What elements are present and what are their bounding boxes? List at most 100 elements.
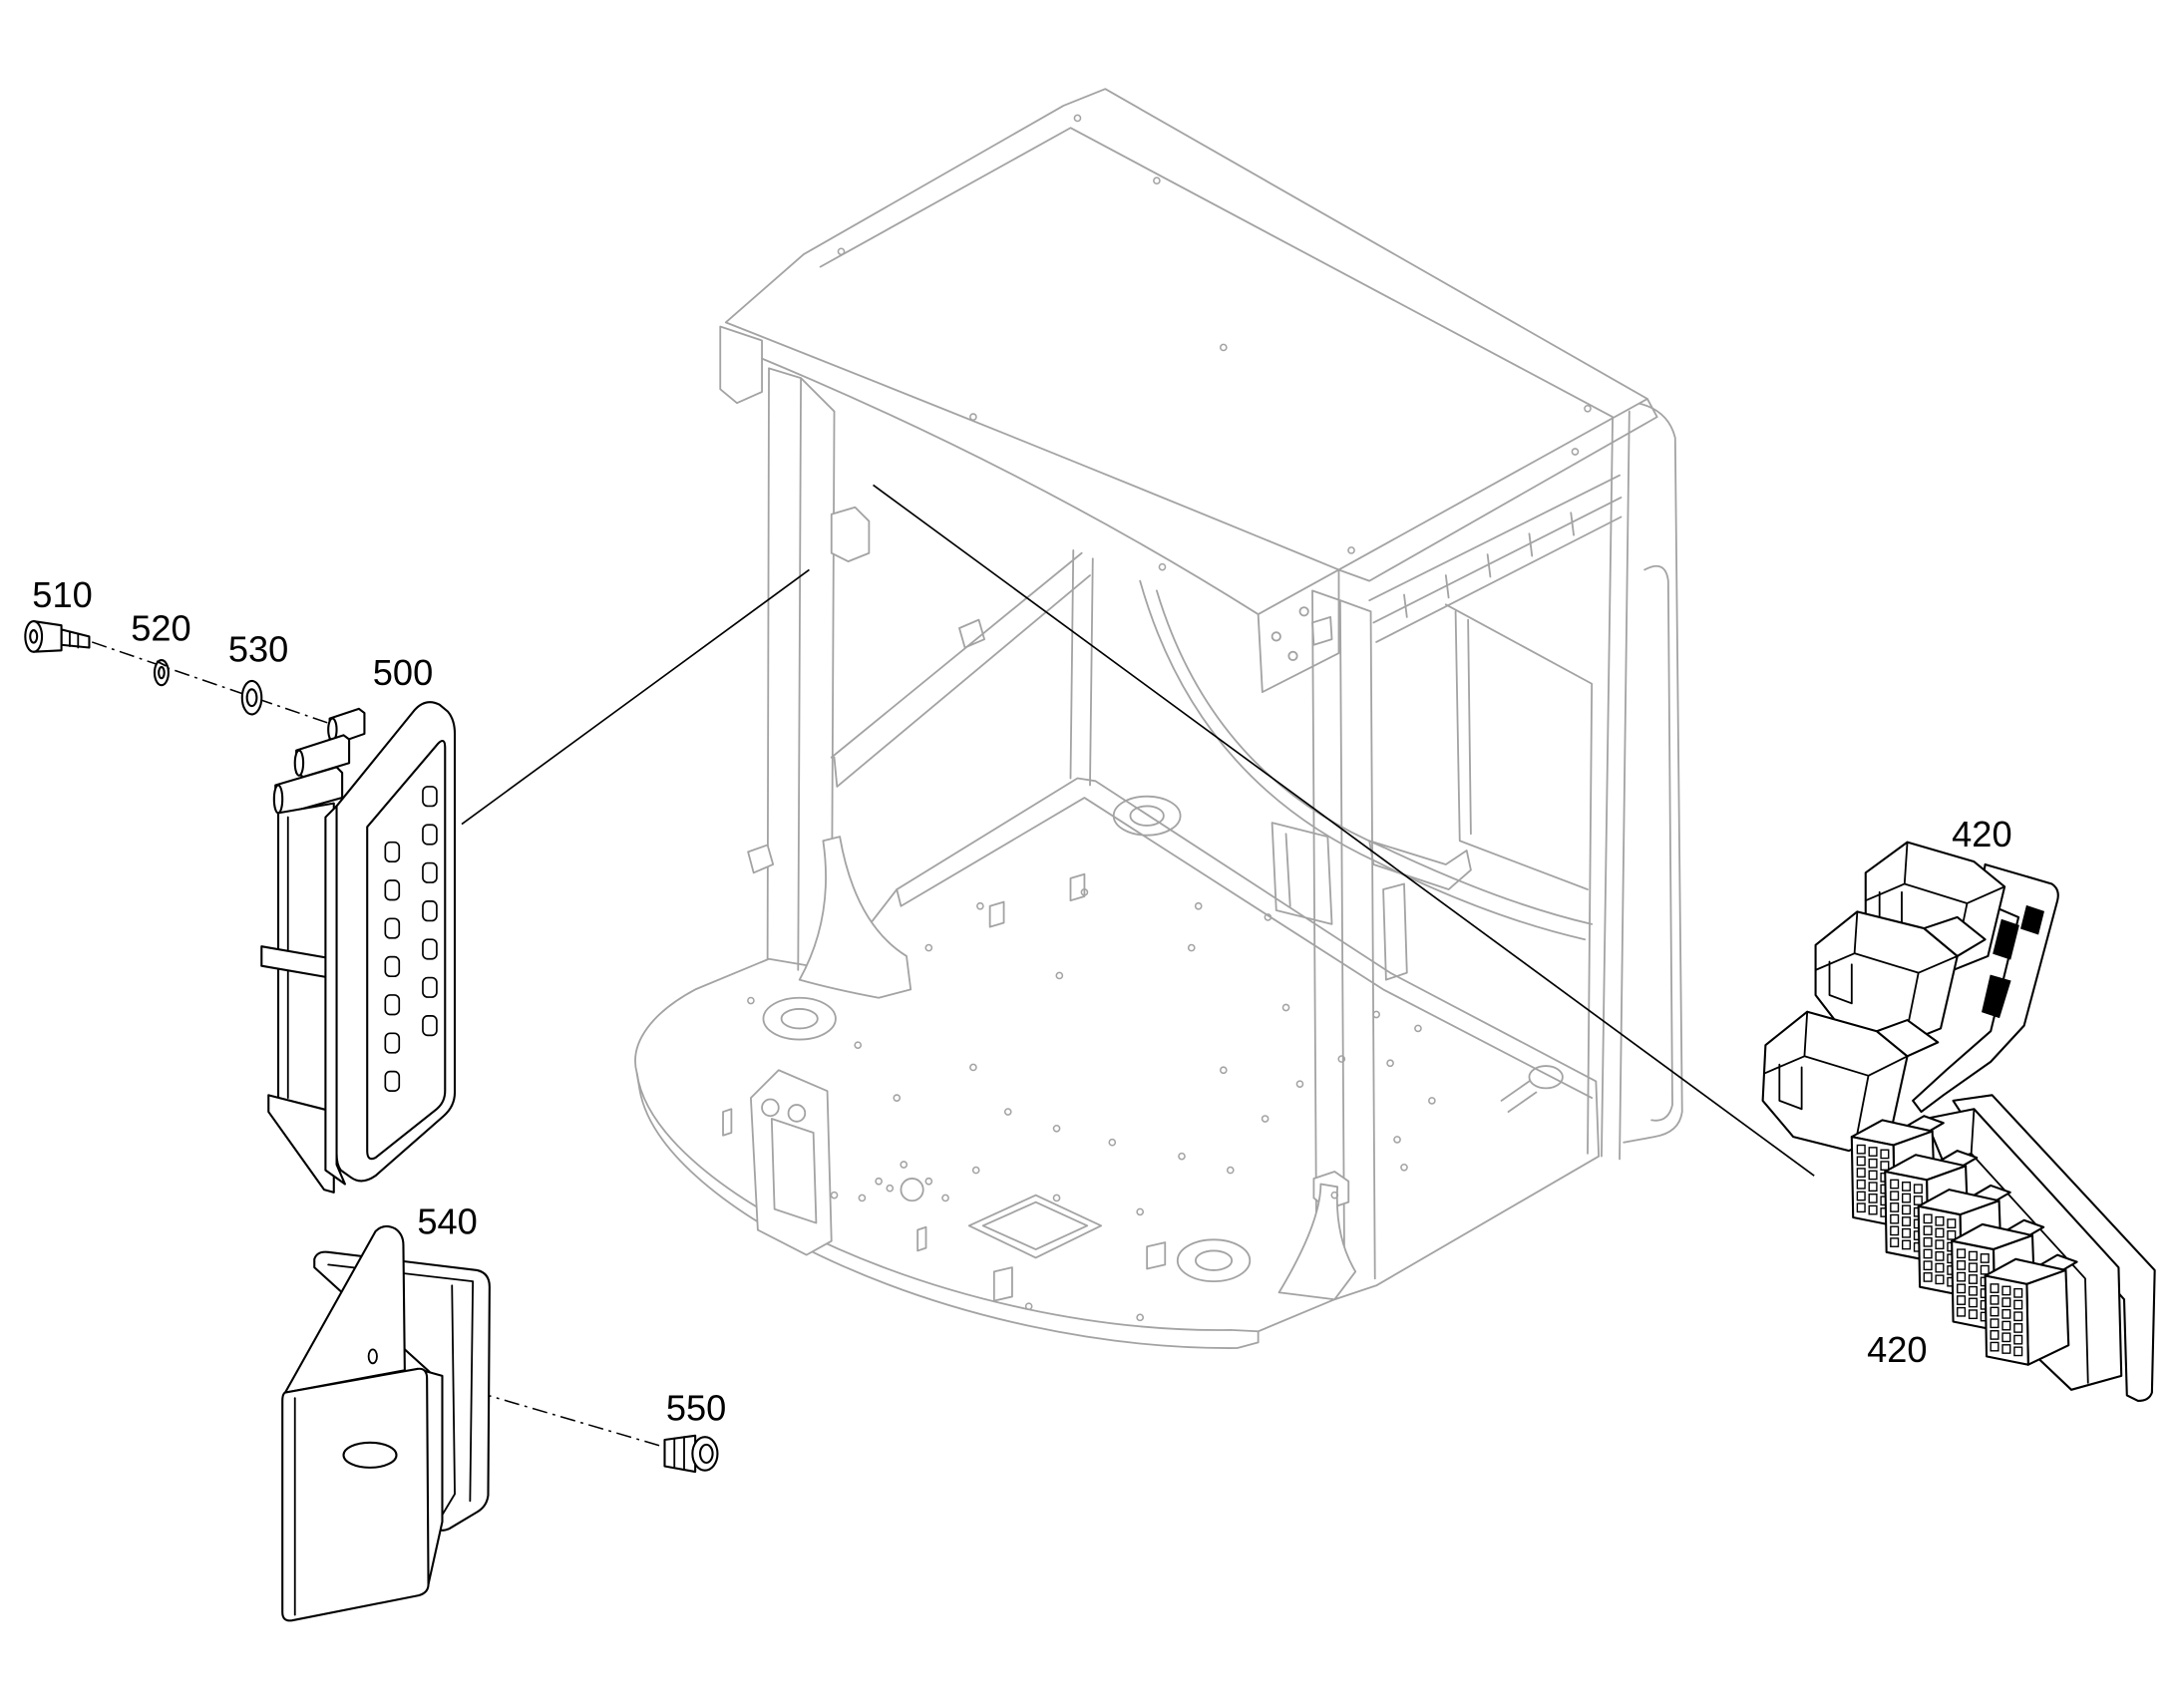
plate-window: [2020, 904, 2044, 935]
mounting-hole: [969, 1063, 977, 1072]
mounting-hole: [893, 1094, 902, 1102]
callout-520: 520: [131, 608, 190, 649]
keypad-key: [422, 824, 438, 846]
keypad-peg-end: [293, 749, 305, 777]
keypad-key: [422, 1015, 438, 1037]
floor-rear-edge: [896, 797, 1594, 1100]
connector-pin-cavity: [1890, 1225, 1900, 1236]
connector-pin-cavity: [1913, 1184, 1923, 1195]
rear-component: [1368, 840, 1472, 981]
connector-housing: [1814, 910, 1959, 1047]
seat-mount-left-inner: [780, 1008, 819, 1030]
mounting-hole: [1281, 1003, 1290, 1012]
connector-pin-cavity: [1901, 1239, 1912, 1250]
connector-pin-cavity: [1935, 1227, 1945, 1238]
connector-pin-cavity: [1856, 1156, 1866, 1167]
rear-brace-clip: [958, 618, 985, 649]
connector-pin-cavity: [1968, 1285, 1978, 1296]
mounting-hole: [1055, 971, 1064, 980]
rear-post-right: [1601, 410, 1631, 1161]
mounting-hole: [1295, 1080, 1304, 1089]
mounting-hole: [1136, 1313, 1145, 1322]
connector-pin-cavity: [1980, 1253, 1990, 1263]
connector-pin-cavity: [1868, 1158, 1878, 1169]
connector-pin-cavity: [1868, 1204, 1878, 1215]
callout-510: 510: [32, 574, 92, 615]
connector-pin-cavity: [1990, 1283, 1999, 1293]
connector-pin-cavity: [1957, 1248, 1967, 1259]
front-post-right-gusset: [1277, 1183, 1357, 1301]
floor-hole: [900, 1178, 924, 1202]
rear-post-right-outer: [1623, 402, 1683, 1144]
screw-thread: [69, 631, 80, 649]
mounting-hole: [1136, 1207, 1145, 1216]
mounting-hole: [1158, 562, 1167, 571]
floor-clip: [1069, 872, 1086, 902]
mounting-hole: [858, 1194, 867, 1202]
callout-420-lower: 420: [1867, 1329, 1927, 1370]
bracket-front-plate: [281, 1367, 430, 1622]
connector-housing-edges: [1864, 841, 2006, 971]
roof-front-bracket: [719, 325, 763, 405]
roof-top: [724, 88, 1648, 571]
mounting-hole: [1194, 901, 1203, 910]
seat-mount-left: [762, 996, 837, 1041]
connector-pin-cavity: [1856, 1168, 1866, 1178]
leader-line-420: [873, 484, 1815, 1177]
connector-pin-cavity: [1990, 1330, 1999, 1340]
keypad-key: [384, 955, 401, 977]
mounting-hole: [837, 247, 846, 256]
connector-housing-edges: [1814, 910, 1959, 1044]
connector-pin-cavity: [2013, 1299, 2023, 1310]
floor-plate-edge: [635, 1072, 1260, 1349]
connector-pin-cavity: [1923, 1213, 1933, 1224]
connector-pin-cavity: [2013, 1346, 2023, 1357]
mounting-hole: [747, 996, 755, 1005]
connector-pin-cavity: [1947, 1229, 1957, 1240]
connector-pin-cavity: [1868, 1194, 1878, 1203]
floor-clip: [722, 1108, 733, 1137]
pedal-bracket-inner: [770, 1118, 818, 1224]
connector-pin-cavity: [1923, 1225, 1933, 1235]
screw-socket: [29, 629, 39, 644]
connector-pin-cavity: [1901, 1204, 1912, 1215]
part-420-connector-block-lower: [1850, 1094, 2156, 1403]
part-530-washer: [240, 679, 263, 716]
mounting-hole: [875, 1177, 883, 1186]
mounting-hole: [971, 1166, 980, 1175]
cab-frame: [634, 88, 1683, 1349]
bracket-bolt-hole: [367, 1348, 378, 1365]
mounting-hole: [969, 413, 977, 421]
connector-pin-cavity: [1856, 1191, 1866, 1201]
connector-pin-cavity: [1901, 1182, 1912, 1192]
assembly-axis-540: [364, 1358, 674, 1451]
roof-front-lip: [761, 357, 1260, 615]
floor-clip: [988, 900, 1005, 928]
assembly-axis-500: [91, 641, 340, 728]
connector-pin-cavity: [1880, 1149, 1890, 1160]
callout-500: 500: [373, 652, 433, 693]
connector-pin-cavity: [1901, 1216, 1912, 1226]
connector-pin-cavity: [1856, 1144, 1866, 1155]
connector-housing-edges: [1764, 1010, 1909, 1150]
mounting-hole: [1024, 1302, 1033, 1311]
callout-420-upper: 420: [1952, 814, 2011, 854]
side-top-beam: [1368, 474, 1623, 643]
connector-pin-cavity: [1890, 1179, 1900, 1190]
callout-540: 540: [417, 1201, 477, 1242]
mounting-holes: [747, 114, 1592, 1322]
bracket-slot: [342, 1441, 398, 1469]
plate-window: [1982, 974, 2011, 1019]
mounting-hole: [976, 901, 984, 910]
keypad-bezel-side: [324, 805, 346, 1186]
mounting-hole: [1337, 1055, 1346, 1063]
keypad-keys: [384, 786, 438, 1092]
connector-pin-cavity: [1990, 1294, 1999, 1305]
connector-pin-cavity: [1935, 1274, 1945, 1285]
connector-pin-cavity: [1856, 1179, 1866, 1190]
connector-pin-cavity: [1890, 1191, 1900, 1201]
connector-pin-cavity: [1957, 1260, 1967, 1270]
grab-handle: [1643, 564, 1673, 1122]
bracket-top-fold: [283, 1224, 406, 1394]
connector-stack: [1850, 1115, 2078, 1366]
